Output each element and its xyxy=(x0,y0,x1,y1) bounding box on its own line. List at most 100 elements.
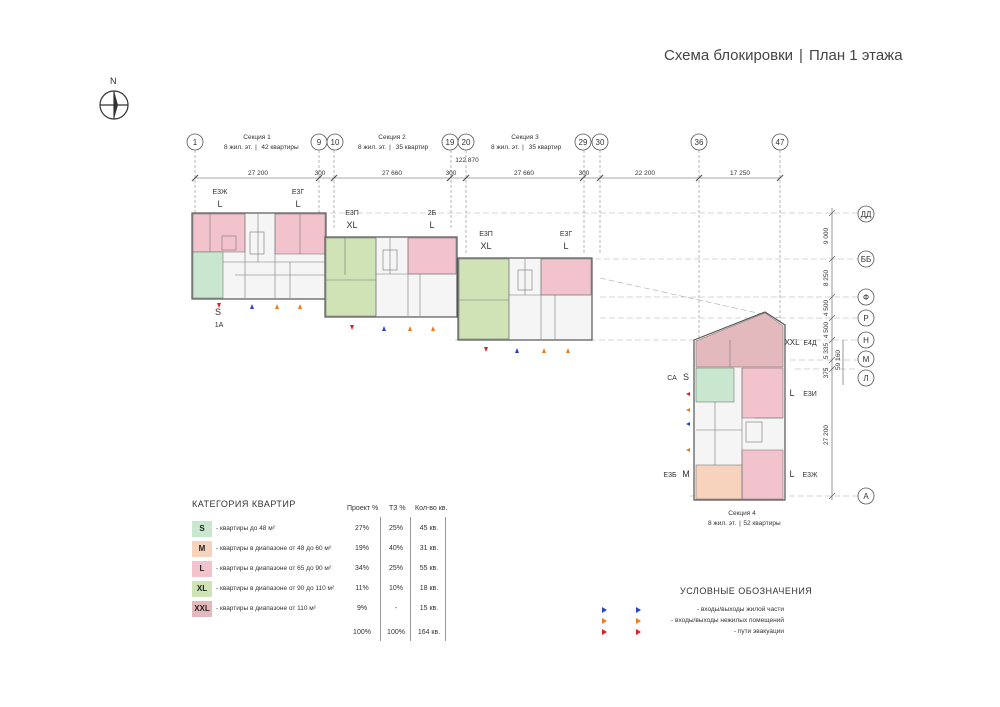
convention-item: - пути эвакуации xyxy=(602,628,790,638)
legend-row: XL - квартиры в диапазоне от 90 до 110 м… xyxy=(192,581,452,601)
dim-span: 300 xyxy=(315,170,326,177)
svg-text:36: 36 xyxy=(695,138,704,147)
dim-vertical: 9 000 xyxy=(823,227,830,244)
unit-label: Е3П xyxy=(479,231,493,238)
svg-text:Ф: Ф xyxy=(863,293,869,302)
compass-label: N xyxy=(110,76,117,86)
axis-bubble: Р xyxy=(857,309,875,327)
section-2-floors: 8 жил. эт. xyxy=(358,144,386,151)
plan-entry-markers xyxy=(217,303,690,452)
category-percent: 9% xyxy=(356,605,368,612)
svg-text:Л: Л xyxy=(863,374,868,383)
category-tz: 40% xyxy=(388,545,403,552)
category-swatch: M xyxy=(192,541,212,557)
dim-vertical: 27 200 xyxy=(823,425,830,445)
section-2-name: Секция 2 xyxy=(378,134,406,141)
svg-text:1: 1 xyxy=(193,138,198,147)
svg-text:19: 19 xyxy=(446,138,455,147)
axis-bubble: 1 xyxy=(186,133,204,151)
axis-bubble: 10 xyxy=(326,133,344,151)
category-count: 45 кв. xyxy=(419,525,439,532)
category-swatch: L xyxy=(192,561,212,577)
dim-span: 300 xyxy=(446,170,457,177)
section-1-floors: 8 жил. эт. xyxy=(224,144,252,151)
category-swatch: XL xyxy=(192,581,212,597)
section-3-floors: 8 жил. эт. xyxy=(491,144,519,151)
category-percent: 27% xyxy=(354,525,369,532)
convention-text: - пути эвакуации xyxy=(733,628,784,635)
page-title: Схема блокировки|План 1 этажа xyxy=(664,47,903,64)
axis-bubble: 20 xyxy=(457,133,475,151)
unit-label: L xyxy=(789,388,794,398)
unit-label: 2Б xyxy=(428,210,437,217)
axis-bubble: ДД xyxy=(857,205,875,223)
unit-label: Е3Г xyxy=(560,231,573,238)
section-4-flats: 52 квартиры xyxy=(743,520,781,527)
svg-text:ДД: ДД xyxy=(861,210,872,219)
unit-label: М xyxy=(682,469,690,479)
arrow-icon xyxy=(602,607,607,613)
svg-text:|: | xyxy=(255,144,257,151)
axis-bubble: 36 xyxy=(690,133,708,151)
arrow-icon xyxy=(602,629,607,635)
category-description: - квартиры до 48 м² xyxy=(216,525,275,532)
section-3-flats: 35 квартир xyxy=(529,144,562,151)
axis-bubble: 29 xyxy=(574,133,592,151)
axis-bubble: ББ xyxy=(857,250,875,268)
dim-vertical: 375 xyxy=(823,367,830,378)
dim-vertical: 59 160 xyxy=(835,350,842,370)
category-percent: 34% xyxy=(354,565,369,572)
svg-text:ББ: ББ xyxy=(861,255,872,264)
legend-header: КАТЕГОРИЯ КВАРТИР xyxy=(192,499,296,509)
category-tz: 25% xyxy=(388,525,403,532)
legend-row: S - квартиры до 48 м² 27% 25% 45 кв. xyxy=(192,521,452,541)
svg-text:29: 29 xyxy=(579,138,588,147)
section-2-flats: 35 квартир xyxy=(396,144,429,151)
unit-label: Е3Г xyxy=(292,189,305,196)
dim-total: 122 870 xyxy=(455,157,479,164)
dim-vertical: 8 250 xyxy=(823,269,830,286)
unit-label: Е3И xyxy=(803,391,817,398)
unit-label: XL xyxy=(346,220,357,230)
category-percent: 19% xyxy=(354,545,369,552)
unit-label: L xyxy=(563,241,568,251)
svg-text:|: | xyxy=(739,520,741,527)
section-1-plan: Е3Ж L Е3Г L S 1А xyxy=(191,189,327,329)
legend-row: XXL - квартиры в диапазоне от 110 м² 9% … xyxy=(192,601,452,621)
axis-bubble: 19 xyxy=(441,133,459,151)
dim-span: 27 200 xyxy=(248,170,268,177)
legend-total-row: 100% 100% 164 кв. xyxy=(192,625,452,645)
svg-text:9: 9 xyxy=(317,138,322,147)
convention-text: - входы/выходы жилой части xyxy=(696,606,784,613)
unit-label: L xyxy=(789,469,794,479)
category-percent: 11% xyxy=(355,585,369,592)
section-4-floors: 8 жил. эт. xyxy=(708,520,736,527)
arrow-icon xyxy=(636,607,641,613)
svg-text:20: 20 xyxy=(462,138,471,147)
svg-text:Н: Н xyxy=(863,336,869,345)
dimension-line xyxy=(191,174,784,182)
convention-text: - входы/выходы нежилых помещений xyxy=(671,617,784,624)
svg-text:47: 47 xyxy=(776,138,785,147)
dim-span: 22 200 xyxy=(635,170,655,177)
category-count: 55 кв. xyxy=(419,565,439,572)
dim-vertical: 5 335 xyxy=(823,342,830,359)
unit-label: XXL xyxy=(784,338,800,347)
total-percent: 100% xyxy=(353,629,371,636)
unit-label: 1А xyxy=(215,322,224,329)
arrow-icon xyxy=(602,618,607,624)
unit-label: S xyxy=(683,372,689,382)
axis-bubble: А xyxy=(857,487,875,505)
unit-label: Е4Д xyxy=(803,340,817,347)
category-tz: 10% xyxy=(388,585,403,592)
category-description: - квартиры в диапазоне от 48 до 60 м² xyxy=(216,545,332,552)
dim-span: 27 660 xyxy=(514,170,534,177)
total-tz: 100% xyxy=(387,629,405,636)
dim-span: 27 660 xyxy=(382,170,402,177)
category-description: - квартиры в диапазоне от 90 до 110 м² xyxy=(216,585,335,592)
convention-item: - входы/выходы жилой части xyxy=(602,606,790,616)
unit-label: L xyxy=(295,199,300,209)
legend-row: M - квартиры в диапазоне от 48 до 60 м² … xyxy=(192,541,452,561)
svg-text:Р: Р xyxy=(863,314,868,323)
axis-bubble: Л xyxy=(857,369,875,387)
